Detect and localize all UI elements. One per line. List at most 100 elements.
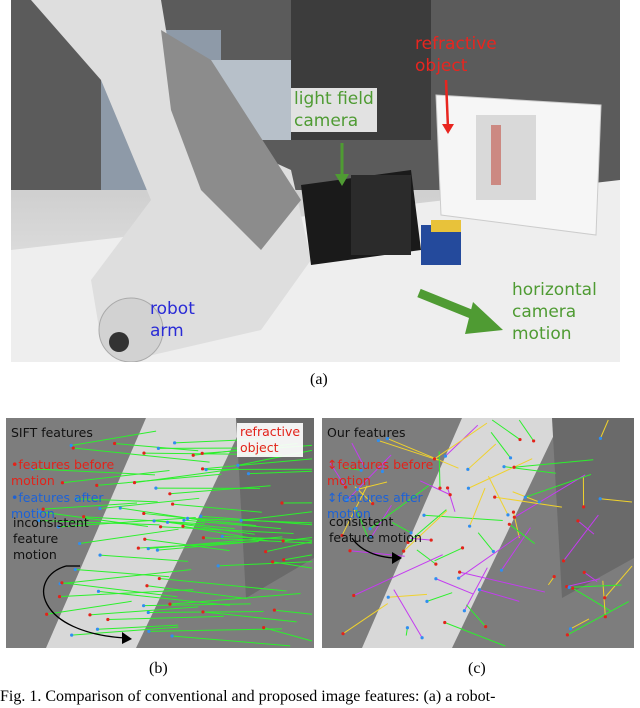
feature-match-line (59, 589, 194, 598)
feature-point (565, 633, 570, 637)
feature-match-line (272, 561, 313, 569)
feature-point (511, 510, 516, 514)
feature-match-line (447, 487, 456, 512)
feature-point (182, 518, 186, 522)
feature-match-line (222, 535, 313, 541)
feature-point (69, 443, 73, 448)
feature-match-line (38, 519, 160, 526)
feature-match-line (387, 438, 459, 469)
feature-point (422, 513, 426, 517)
feature-match-line (73, 447, 210, 463)
feature-match-line (342, 466, 362, 471)
feature-point (181, 524, 185, 528)
feature-match-line (381, 460, 386, 472)
feature-match-line (459, 571, 546, 593)
feature-match-line (263, 627, 313, 642)
feature-point (158, 525, 163, 529)
feature-match-line (370, 505, 392, 538)
feature-point (406, 540, 410, 544)
feature-match-line (32, 468, 155, 476)
feature-point (118, 506, 122, 510)
feature-point (132, 481, 137, 485)
feature-point (216, 564, 220, 568)
feature-match-line (599, 419, 609, 439)
sift-legend-before-text: features before motion (11, 457, 115, 488)
feature-point (262, 625, 266, 630)
feature-point (142, 511, 146, 516)
feature-match-line (577, 520, 595, 535)
feature-match-line (96, 473, 222, 486)
feature-match-line (469, 487, 486, 527)
feature-match-line (563, 514, 599, 562)
consistent-motion-label: consistent feature motion (329, 514, 422, 545)
feature-point (201, 536, 206, 540)
feature-point (41, 507, 45, 511)
feature-point (445, 486, 450, 490)
feature-point (425, 599, 429, 603)
feature-match-line (468, 458, 533, 489)
feature-match-line (75, 498, 158, 503)
feature-point (30, 467, 35, 471)
feature-point (60, 581, 64, 585)
feature-point (477, 588, 481, 592)
light-field-camera-label: light field camera (291, 88, 377, 132)
feature-match-line (467, 443, 497, 470)
feature-match-line (494, 496, 562, 508)
feature-match-line (107, 615, 224, 621)
feature-point (155, 548, 160, 552)
feature-match-line (438, 451, 441, 489)
feature-match-line (159, 578, 287, 592)
feature-point (78, 541, 82, 546)
feature-point (147, 629, 151, 634)
feature-match-line (274, 609, 313, 615)
feature-point (57, 595, 62, 599)
feature-match-line (202, 458, 313, 470)
feature-point (460, 546, 465, 550)
after-arrow-icon: ↕ (327, 490, 338, 505)
feature-match-line (172, 635, 291, 647)
feature-point (95, 627, 100, 631)
feature-point (491, 549, 495, 554)
feature-point (518, 437, 522, 442)
feature-point (348, 549, 352, 553)
proposed-features-image (322, 418, 634, 648)
feature-match-line (265, 541, 313, 553)
feature-point (598, 436, 602, 440)
feature-point (171, 502, 175, 506)
feature-match-line (369, 483, 432, 530)
feature-point (170, 634, 174, 638)
feature-match-line (435, 578, 474, 595)
feature-point (199, 514, 203, 518)
refractive-object-label: refractive object (415, 34, 497, 76)
feature-point (82, 515, 86, 519)
feature-point (462, 609, 466, 613)
feature-point (512, 515, 516, 519)
our-legend-before: ↕features before motion (327, 441, 433, 489)
feature-match-line (329, 462, 347, 488)
feature-point (168, 492, 172, 496)
feature-point (280, 501, 284, 505)
feature-match-line (419, 480, 451, 496)
feature-point (508, 456, 513, 460)
feature-point (45, 612, 49, 616)
feature-point (420, 636, 424, 640)
feature-match-line (39, 511, 148, 528)
feature-point (448, 493, 452, 497)
feature-point (220, 534, 224, 539)
feature-match-line (169, 485, 271, 495)
feature-match-line (200, 515, 313, 526)
feature-point (60, 481, 65, 485)
feature-match-line (241, 511, 313, 521)
feature-match-line (89, 606, 199, 616)
our-legend-after-text: features after motion (327, 490, 423, 521)
feature-match-line (83, 516, 205, 525)
feature-point (571, 586, 575, 590)
feature-point (142, 604, 146, 608)
sift-legend-after-text: features after motion (11, 490, 104, 521)
feature-match-line (514, 459, 594, 468)
feature-match-line (58, 517, 196, 528)
feature-point (200, 451, 204, 455)
our-features-title: Our features (327, 425, 406, 440)
feature-point (561, 559, 566, 563)
feature-point (282, 558, 286, 562)
